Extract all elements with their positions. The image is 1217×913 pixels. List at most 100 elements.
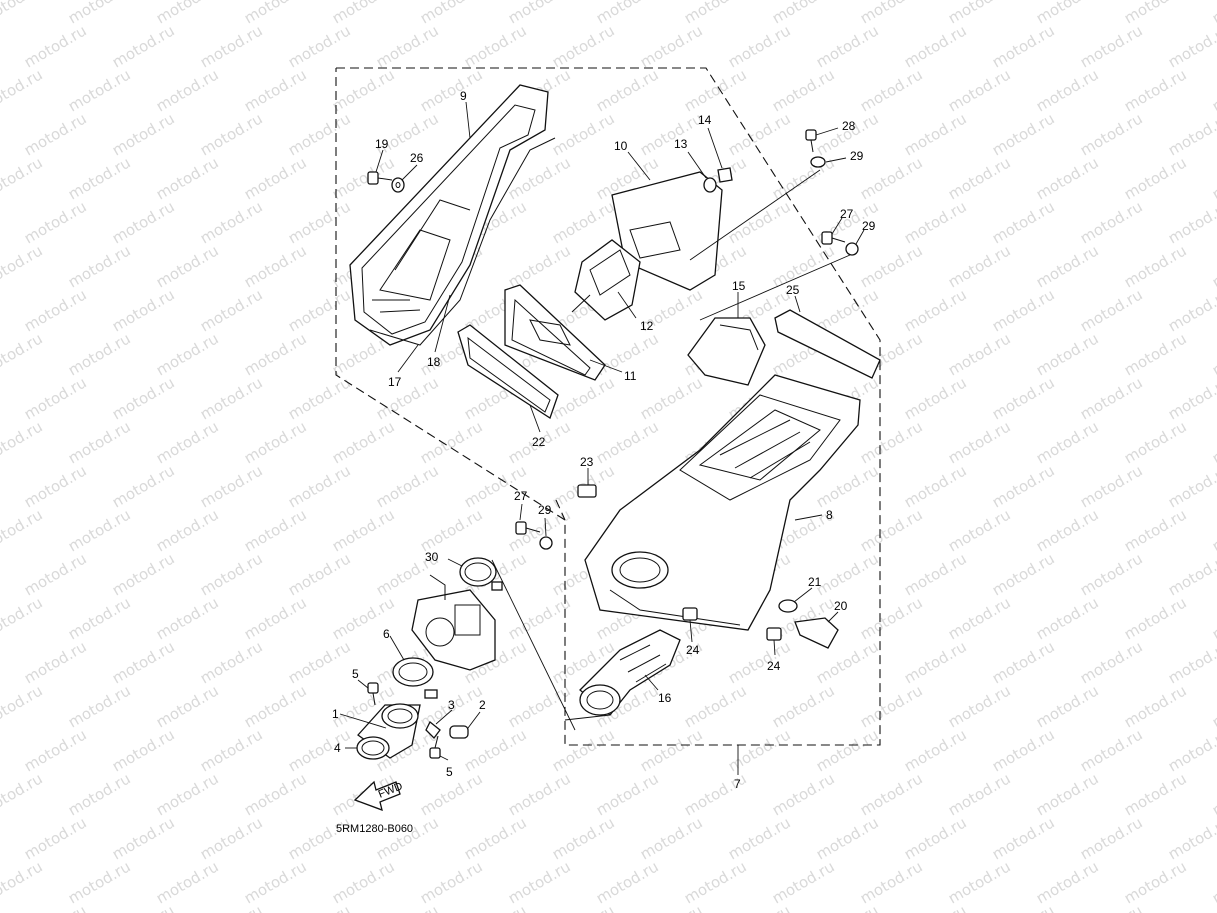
part-cap-2 — [449, 725, 469, 739]
watermark-text: motod.ru — [0, 637, 2, 687]
part-bolt-27-left — [515, 521, 541, 535]
watermark-text: motod.ru — [241, 329, 310, 379]
watermark-text: motod.ru — [1209, 505, 1217, 555]
watermark-text: motod.ru — [241, 593, 310, 643]
watermark-text: motod.ru — [505, 241, 574, 291]
watermark-text: motod.ru — [285, 549, 354, 599]
callout-20: 20 — [834, 599, 848, 613]
watermark-text: motod.ru — [857, 153, 926, 203]
watermark-text: motod.ru — [461, 21, 530, 71]
watermark-text: motod.ru — [153, 329, 222, 379]
watermark-text: motod.ru — [21, 109, 90, 159]
watermark-text: motod.ru — [153, 65, 222, 115]
watermark-text: motod.ru — [285, 373, 354, 423]
watermark-text: motod.ru — [945, 681, 1014, 731]
watermark-text: motod.ru — [725, 197, 794, 247]
watermark-text: motod.ru — [153, 241, 222, 291]
watermark-text: motod.ru — [549, 21, 618, 71]
watermark-text: motod.ru — [769, 681, 838, 731]
callouts: 9 19 26 10 13 14 28 29 27 29 15 25 12 11… — [332, 89, 876, 791]
watermark-text: motod.ru — [901, 285, 970, 335]
watermark-text: motod.ru — [901, 725, 970, 775]
watermark-text: motod.ru — [1121, 0, 1190, 27]
watermark-text: motod.ru — [857, 505, 926, 555]
watermark-text: motod.ru — [945, 241, 1014, 291]
watermark-text: motod.ru — [0, 153, 46, 203]
watermark-text: motod.ru — [813, 21, 882, 71]
watermark-text: motod.ru — [373, 109, 442, 159]
watermark-text: motod.ru — [21, 197, 90, 247]
watermark-text: motod.ru — [769, 0, 838, 27]
watermark-text: motod.ru — [0, 285, 2, 335]
watermark-text: motod.ru — [1209, 329, 1217, 379]
callout-27-left: 27 — [514, 489, 528, 503]
callout-24a: 24 — [686, 643, 700, 657]
watermark-text: motod.ru — [989, 813, 1058, 863]
watermark-text: motod.ru — [1033, 329, 1102, 379]
watermark-text: motod.ru — [153, 769, 222, 819]
watermark-text: motod.ru — [1209, 593, 1217, 643]
part-washer-29-top — [810, 156, 826, 168]
callout-11: 11 — [624, 369, 637, 383]
watermark-text: motod.ru — [109, 549, 178, 599]
callout-28: 28 — [842, 119, 856, 133]
watermark-text: motod.ru — [593, 857, 662, 907]
watermark-text: motod.ru — [989, 109, 1058, 159]
watermark-text: motod.ru — [1209, 769, 1217, 819]
watermark-text: motod.ru — [21, 373, 90, 423]
watermark-text: motod.ru — [1121, 153, 1190, 203]
callout-27-right: 27 — [840, 207, 854, 221]
watermark-text: motod.ru — [1121, 681, 1190, 731]
watermark-text: motod.ru — [1165, 725, 1217, 775]
watermark-text: motod.ru — [0, 813, 2, 863]
watermark-text: motod.ru — [285, 813, 354, 863]
watermark-text: motod.ru — [989, 725, 1058, 775]
watermark-text: motod.ru — [989, 549, 1058, 599]
watermark-text: motod.ru — [285, 725, 354, 775]
part-gasket-22 — [457, 324, 559, 419]
watermark-text: motod.ru — [549, 725, 618, 775]
watermark-text: motod.ru — [1077, 285, 1146, 335]
watermark-text: motod.ru — [109, 901, 178, 913]
watermark-text: motod.ru — [0, 0, 46, 27]
callout-12: 12 — [640, 319, 654, 333]
watermark-text: motod.ru — [1121, 329, 1190, 379]
watermark-text: motod.ru — [505, 0, 574, 27]
part-carburetor — [411, 574, 496, 671]
part-clip-3 — [425, 720, 441, 739]
watermark-text: motod.ru — [549, 813, 618, 863]
watermark-text: motod.ru — [857, 65, 926, 115]
watermark-text: motod.ru — [197, 373, 266, 423]
watermark-text: motod.ru — [1033, 505, 1102, 555]
callout-2: 2 — [479, 698, 486, 712]
leader-lines — [339, 101, 865, 775]
watermark-text: motod.ru — [1077, 813, 1146, 863]
watermark-text: motod.ru — [329, 0, 398, 27]
watermark-text: motod.ru — [65, 329, 134, 379]
watermark-text: motod.ru — [1165, 21, 1217, 71]
watermark-text: motod.ru — [901, 373, 970, 423]
watermark-text: motod.ru — [1209, 241, 1217, 291]
watermark-text: motod.ru — [593, 0, 662, 27]
watermark-text: motod.ru — [109, 285, 178, 335]
callout-29-left: 29 — [538, 503, 552, 517]
watermark-text: motod.ru — [0, 725, 2, 775]
watermark-text: motod.ru — [109, 373, 178, 423]
watermark-text: motod.ru — [901, 637, 970, 687]
watermark-text: motod.ru — [0, 373, 2, 423]
watermark-text: motod.ru — [1033, 681, 1102, 731]
watermark-text: motod.ru — [1033, 153, 1102, 203]
callout-18: 18 — [427, 355, 441, 369]
watermark-text: motod.ru — [461, 461, 530, 511]
watermark-text: motod.ru — [21, 637, 90, 687]
watermark-text: motod.ru — [945, 153, 1014, 203]
watermark-text: motod.ru — [1121, 593, 1190, 643]
watermark-text: motod.ru — [285, 197, 354, 247]
watermark-text: motod.ru — [1121, 857, 1190, 907]
watermark-text: motod.ru — [373, 21, 442, 71]
watermark-text: motod.ru — [725, 725, 794, 775]
watermark-text: motod.ru — [1165, 549, 1217, 599]
watermark-text: motod.ru — [109, 21, 178, 71]
watermark-text: motod.ru — [109, 725, 178, 775]
watermark-text: motod.ru — [0, 197, 2, 247]
